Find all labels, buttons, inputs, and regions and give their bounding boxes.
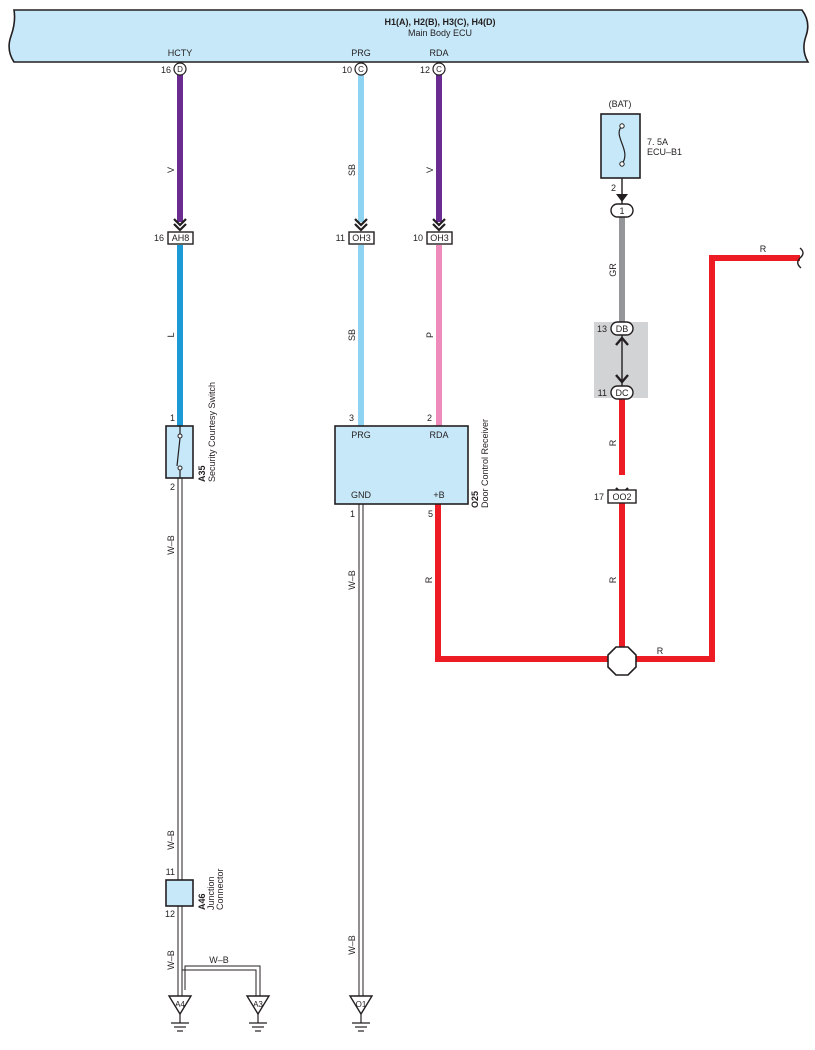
svg-text:R: R xyxy=(657,646,664,656)
connector-ah8: AH8 16 xyxy=(154,231,194,245)
ecu-title: H1(A), H2(B), H3(C), H4(D) xyxy=(385,17,496,27)
svg-text:R: R xyxy=(608,576,618,583)
svg-text:5: 5 xyxy=(428,509,433,519)
connector-oh3-prg: OH3 11 xyxy=(336,231,375,245)
svg-text:A35: A35 xyxy=(197,465,207,482)
svg-text:13: 13 xyxy=(597,324,607,334)
security-courtesy-switch: 1 2 A35 Security Courtesy Switch xyxy=(165,382,217,492)
svg-text:W–B: W–B xyxy=(166,535,176,555)
svg-text:L: L xyxy=(166,332,176,337)
wires xyxy=(177,75,800,996)
svg-text:DC: DC xyxy=(616,388,629,398)
fuse-icon xyxy=(618,125,626,165)
ecu-pin-label-prg: PRG xyxy=(351,48,371,58)
svg-text:GR: GR xyxy=(608,263,618,277)
svg-text:C: C xyxy=(436,65,442,74)
ecu-pin-hcty: D 16 xyxy=(161,62,187,76)
svg-text:RDA: RDA xyxy=(429,430,448,440)
svg-text:1: 1 xyxy=(170,413,175,423)
ground-o1: O1 xyxy=(349,995,373,1032)
svg-text:P: P xyxy=(425,332,435,338)
svg-text:W–B: W–B xyxy=(209,955,229,965)
svg-text:Junction: Junction xyxy=(206,876,216,910)
svg-text:V: V xyxy=(166,167,176,173)
svg-text:O1: O1 xyxy=(356,1000,367,1009)
svg-text:11: 11 xyxy=(166,867,175,877)
connector-1: 1 xyxy=(610,203,634,218)
svg-text:2: 2 xyxy=(611,183,616,193)
svg-text:3: 3 xyxy=(349,413,354,423)
svg-text:10: 10 xyxy=(342,65,352,75)
fuse-ecu-b1: (BAT) 7. 5A ECU–B1 2 xyxy=(600,99,682,193)
svg-text:A46: A46 xyxy=(197,893,207,910)
connector-db-dc: DB 13 DC 11 xyxy=(594,321,648,400)
svg-text:W–B: W–B xyxy=(347,570,357,590)
ground-a4: A4 xyxy=(168,995,192,1032)
svg-text:OH3: OH3 xyxy=(352,233,371,243)
svg-text:GND: GND xyxy=(351,490,372,500)
svg-text:Door Control Receiver: Door Control Receiver xyxy=(480,419,490,508)
svg-text:11: 11 xyxy=(336,233,345,243)
ecu-pin-label-hcty: HCTY xyxy=(168,48,193,58)
svg-text:1: 1 xyxy=(350,509,355,519)
svg-text:OO2: OO2 xyxy=(612,492,631,502)
svg-text:1: 1 xyxy=(619,206,624,216)
ground-a3: A3 xyxy=(246,995,270,1032)
svg-text:AH8: AH8 xyxy=(172,233,190,243)
svg-text:W–B: W–B xyxy=(166,950,176,970)
svg-text:10: 10 xyxy=(413,233,423,243)
svg-text:OH3: OH3 xyxy=(430,233,449,243)
junction-connector: 11 12 A46 Junction Connector xyxy=(165,867,225,919)
svg-text:R: R xyxy=(608,439,618,446)
svg-text:C: C xyxy=(358,65,364,74)
svg-text:2: 2 xyxy=(170,482,175,492)
svg-text:R: R xyxy=(424,576,434,583)
svg-text:SB: SB xyxy=(347,164,357,176)
svg-text:W–B: W–B xyxy=(347,935,357,955)
svg-text:DB: DB xyxy=(616,324,629,334)
svg-text:R: R xyxy=(760,244,767,254)
wire-color-labels: V L SB SB V P W–B W–B W–B W–B W–B W–B GR… xyxy=(166,164,767,970)
ecu-subtitle: Main Body ECU xyxy=(408,28,472,38)
connector-oh3-rda: OH3 10 xyxy=(413,231,453,245)
svg-text:11: 11 xyxy=(598,388,607,398)
svg-text:2: 2 xyxy=(427,413,432,423)
svg-text:7. 5A: 7. 5A xyxy=(647,137,668,147)
ecu-pin-rda: C 12 xyxy=(420,62,446,76)
ecu-pin-label-rda: RDA xyxy=(429,48,448,58)
ecu-pin-prg: C 10 xyxy=(342,62,368,76)
svg-text:PRG: PRG xyxy=(351,430,371,440)
svg-text:V: V xyxy=(425,167,435,173)
splice-point xyxy=(607,646,637,676)
svg-text:Connector: Connector xyxy=(215,868,225,910)
svg-text:(BAT): (BAT) xyxy=(609,99,632,109)
svg-text:Security Courtesy Switch: Security Courtesy Switch xyxy=(207,382,217,482)
svg-text:A4: A4 xyxy=(175,1000,185,1009)
arrow-down-icon xyxy=(616,194,628,202)
svg-text:12: 12 xyxy=(165,909,175,919)
svg-text:W–B: W–B xyxy=(166,830,176,850)
connector-oo2: OO2 17 xyxy=(594,489,637,504)
svg-text:D: D xyxy=(177,65,183,74)
door-control-receiver: PRG RDA GND +B 3 2 1 5 O25 Door Control … xyxy=(334,413,490,519)
wire-break-end xyxy=(797,247,804,269)
svg-text:O25: O25 xyxy=(470,491,480,508)
svg-text:+B: +B xyxy=(433,490,444,500)
svg-text:SB: SB xyxy=(347,329,357,341)
svg-text:A3: A3 xyxy=(253,1000,263,1009)
svg-text:17: 17 xyxy=(594,492,604,502)
svg-text:16: 16 xyxy=(154,233,164,243)
main-body-ecu: H1(A), H2(B), H3(C), H4(D) Main Body ECU… xyxy=(8,9,810,63)
svg-text:ECU–B1: ECU–B1 xyxy=(647,147,682,157)
svg-text:16: 16 xyxy=(161,65,171,75)
svg-text:12: 12 xyxy=(420,65,430,75)
